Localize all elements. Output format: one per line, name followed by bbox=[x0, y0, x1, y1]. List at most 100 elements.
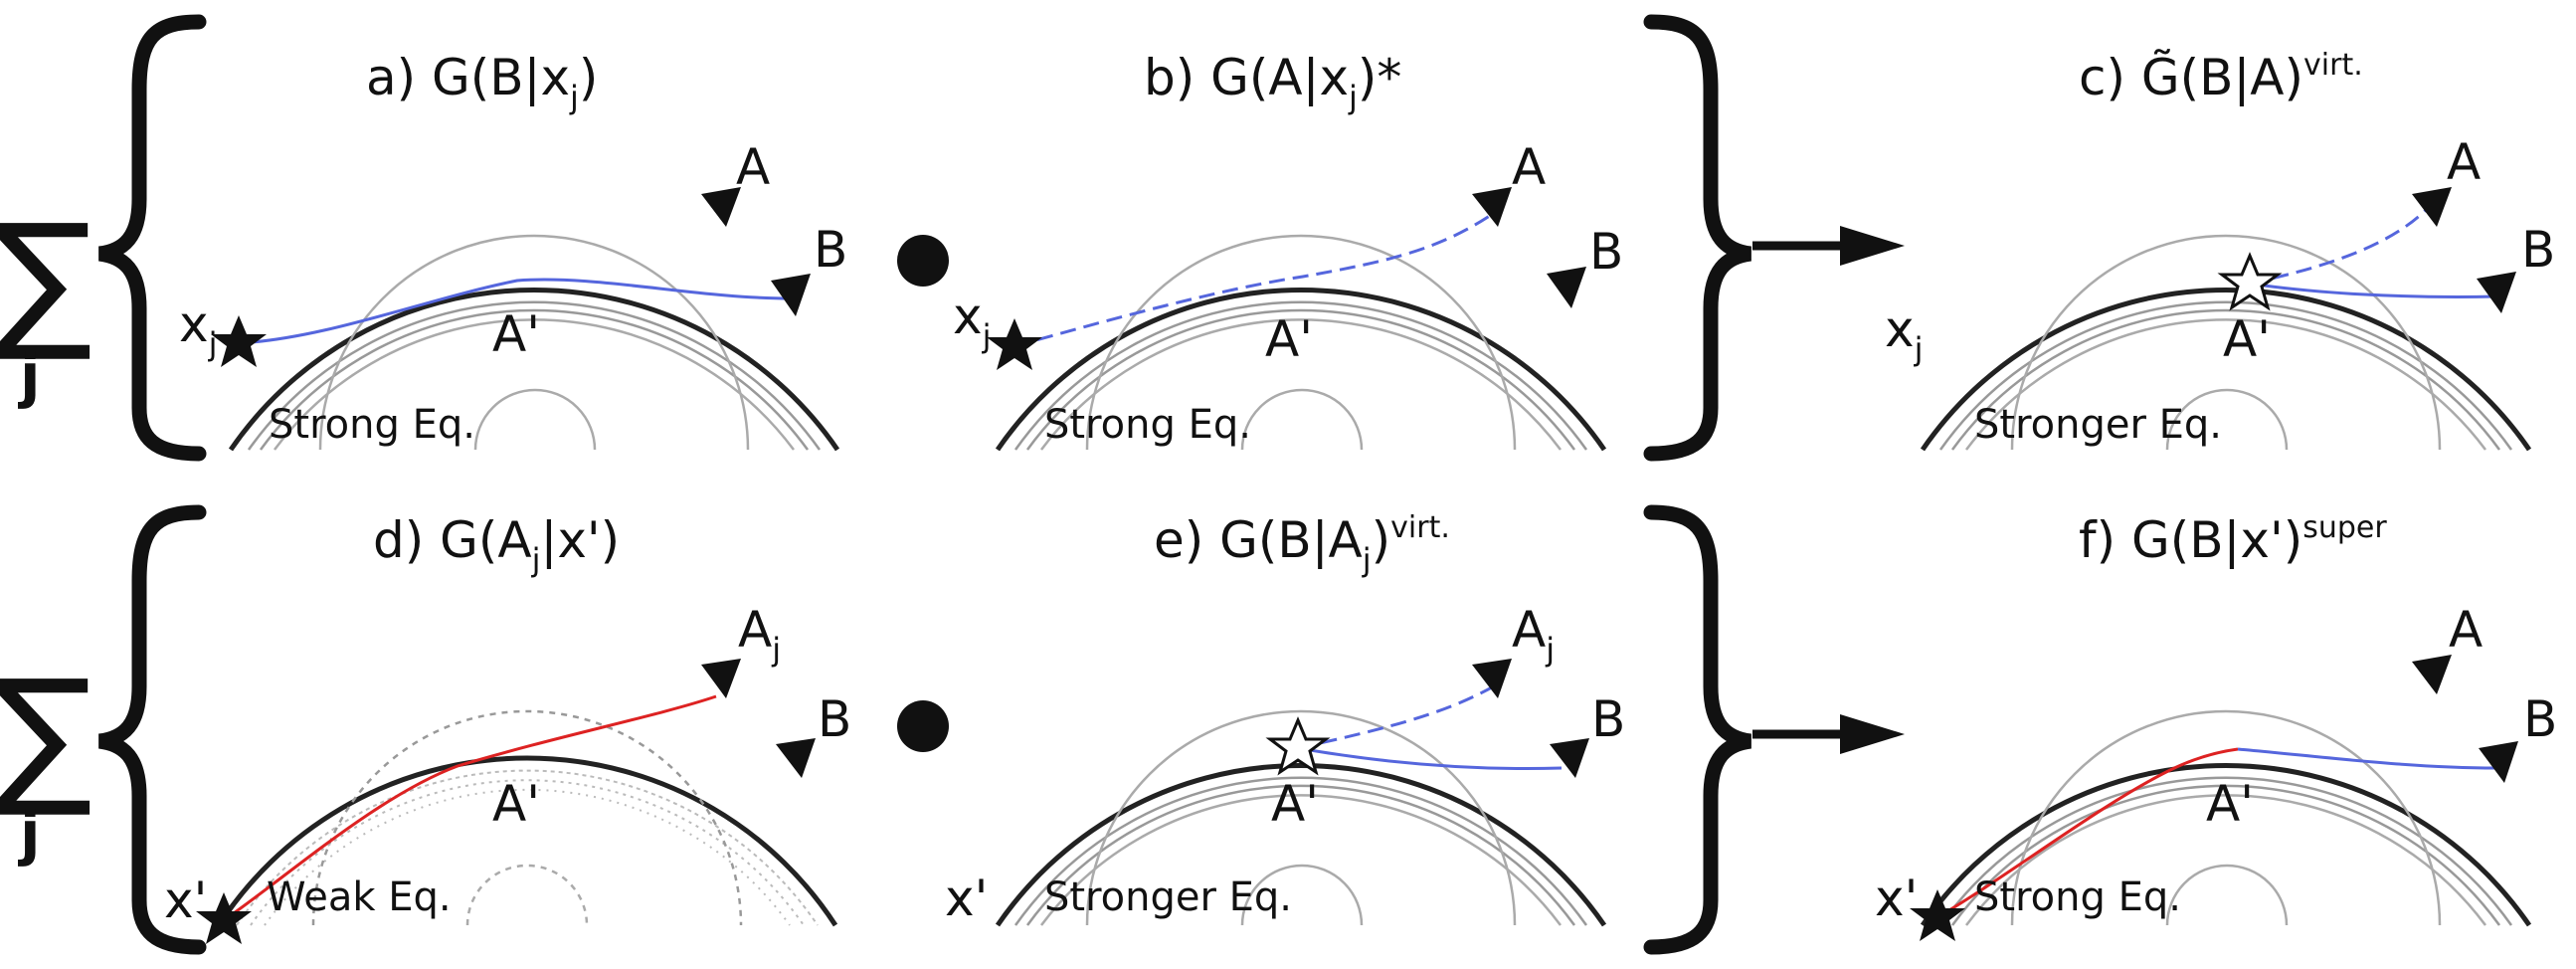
mid-label: A' bbox=[1265, 310, 1313, 368]
result-arrow bbox=[1752, 226, 1905, 266]
outer-core bbox=[1085, 234, 1517, 451]
mid-label: A' bbox=[492, 305, 540, 363]
mantle-ring bbox=[1938, 776, 2513, 926]
row-2: ∑ j d) G(Aj|x') x' A' Aj B Weak bbox=[0, 504, 2557, 955]
outer-core bbox=[1085, 709, 1517, 926]
product-operator bbox=[897, 235, 949, 287]
receiver-b-label: B bbox=[2521, 221, 2555, 279]
inner-core bbox=[2165, 864, 2289, 926]
mid-label: A' bbox=[2223, 310, 2271, 368]
panel-d: d) G(Aj|x') x' A' Aj B Weak Eq. bbox=[164, 511, 851, 944]
row-1: ∑ j a) G(B|xj) xj A' A B S bbox=[0, 14, 2555, 462]
receiver-a-label: A bbox=[736, 138, 770, 196]
wave-path-conjugate bbox=[1013, 209, 1498, 348]
mantle-ring bbox=[1025, 308, 1576, 451]
mantle-ring bbox=[1938, 300, 2513, 451]
receiver-a bbox=[2412, 187, 2452, 227]
receiver-b-label: B bbox=[814, 221, 847, 279]
mantle-ring bbox=[1013, 300, 1588, 451]
earth-surface bbox=[995, 763, 1607, 927]
source-label: xj bbox=[179, 295, 217, 363]
earth-model bbox=[216, 709, 838, 927]
sum-index: j bbox=[18, 341, 41, 411]
inner-core bbox=[1240, 388, 1364, 451]
receiver-b-label: B bbox=[2523, 690, 2557, 748]
mantle-ring bbox=[1950, 308, 2501, 451]
wave-path-segment-2 bbox=[2237, 747, 2497, 770]
panel-title: e) G(B|Aj)virt. bbox=[1154, 510, 1450, 579]
receiver-b-label: B bbox=[1591, 690, 1625, 748]
inner-core bbox=[465, 864, 589, 926]
earth-surface bbox=[995, 288, 1607, 452]
receiver-b bbox=[2479, 741, 2518, 783]
outer-core bbox=[2010, 234, 2442, 451]
equipartition-label: Stronger Eq. bbox=[1044, 874, 1292, 920]
equipartition-label: Stronger Eq. bbox=[1974, 402, 2222, 448]
earth-model bbox=[228, 234, 840, 452]
earth-surface bbox=[228, 288, 840, 452]
inner-core bbox=[2165, 388, 2289, 451]
earth-model bbox=[995, 709, 1607, 927]
receiver-b bbox=[1547, 267, 1586, 308]
receiver-a-label: Aj bbox=[1512, 601, 1555, 669]
mantle-ring bbox=[1039, 794, 1563, 926]
left-brace bbox=[97, 504, 207, 955]
source-label: xj bbox=[953, 288, 991, 355]
panel-title: a) G(B|xj) bbox=[366, 49, 598, 116]
mantle-ring bbox=[236, 769, 819, 926]
wave-path bbox=[2249, 282, 2497, 298]
mantle-ring bbox=[1964, 794, 2487, 926]
virtual-source-star bbox=[1265, 716, 1331, 776]
source-label: x' bbox=[945, 870, 988, 927]
panel-e: e) G(B|Aj)virt. x' A' Aj B Stronger Eq. bbox=[945, 510, 1625, 927]
inner-core bbox=[1240, 864, 1364, 926]
receiver-b bbox=[771, 274, 811, 316]
mid-label: A' bbox=[2206, 775, 2254, 833]
outer-core bbox=[311, 709, 743, 926]
wave-path-conjugate bbox=[1297, 682, 1498, 750]
earth-surface bbox=[216, 755, 838, 927]
receiver-b bbox=[776, 738, 816, 778]
sum-index: j bbox=[18, 799, 41, 869]
earth-surface bbox=[1920, 288, 2532, 452]
receiver-a-label: A bbox=[2449, 601, 2483, 659]
source-star bbox=[1910, 889, 1965, 941]
wave-path bbox=[1297, 746, 1563, 771]
receiver-a bbox=[701, 659, 741, 698]
product-operator bbox=[897, 700, 949, 752]
wave-path-conjugate bbox=[2249, 207, 2429, 286]
source-star bbox=[987, 318, 1042, 370]
source-label: xj bbox=[1885, 300, 1923, 368]
mantle-ring bbox=[1025, 784, 1576, 926]
mantle-ring bbox=[273, 318, 796, 451]
outer-core bbox=[2010, 709, 2442, 926]
panel-title: c) G̃(B|A)virt. bbox=[2079, 48, 2363, 106]
right-brace bbox=[1643, 504, 1752, 955]
source-label: x' bbox=[1875, 870, 1918, 927]
source-star bbox=[196, 892, 252, 944]
mid-label: A' bbox=[1271, 775, 1319, 833]
sum-symbol: ∑ bbox=[0, 649, 92, 822]
receiver-a-label: A bbox=[2447, 133, 2481, 191]
wave-path-segment-1 bbox=[1936, 747, 2239, 919]
panel-b: b) G(A|xj)* xj A' A B Strong Eq. bbox=[953, 49, 1623, 452]
equipartition-label: Weak Eq. bbox=[267, 874, 452, 920]
result-arrow bbox=[1752, 714, 1905, 754]
earth-model bbox=[995, 234, 1607, 452]
panel-title: b) G(A|xj)* bbox=[1144, 49, 1401, 116]
mantle-ring bbox=[1013, 776, 1588, 926]
panel-title: d) G(Aj|x') bbox=[373, 511, 620, 579]
mantle-ring bbox=[247, 300, 822, 451]
receiver-a bbox=[2412, 655, 2452, 694]
earth-surface bbox=[1920, 763, 2532, 927]
mantle-ring bbox=[250, 779, 805, 926]
panel-title: f) G(B|x')super bbox=[2079, 510, 2387, 569]
receiver-b-label: B bbox=[818, 690, 851, 748]
receiver-b-label: B bbox=[1589, 223, 1623, 281]
source-star bbox=[211, 315, 267, 367]
panel-a: a) G(B|xj) xj A' A B Strong Eq. bbox=[179, 49, 847, 452]
left-brace bbox=[97, 14, 207, 462]
receiver-a bbox=[1472, 659, 1512, 698]
mid-label: A' bbox=[492, 775, 540, 833]
